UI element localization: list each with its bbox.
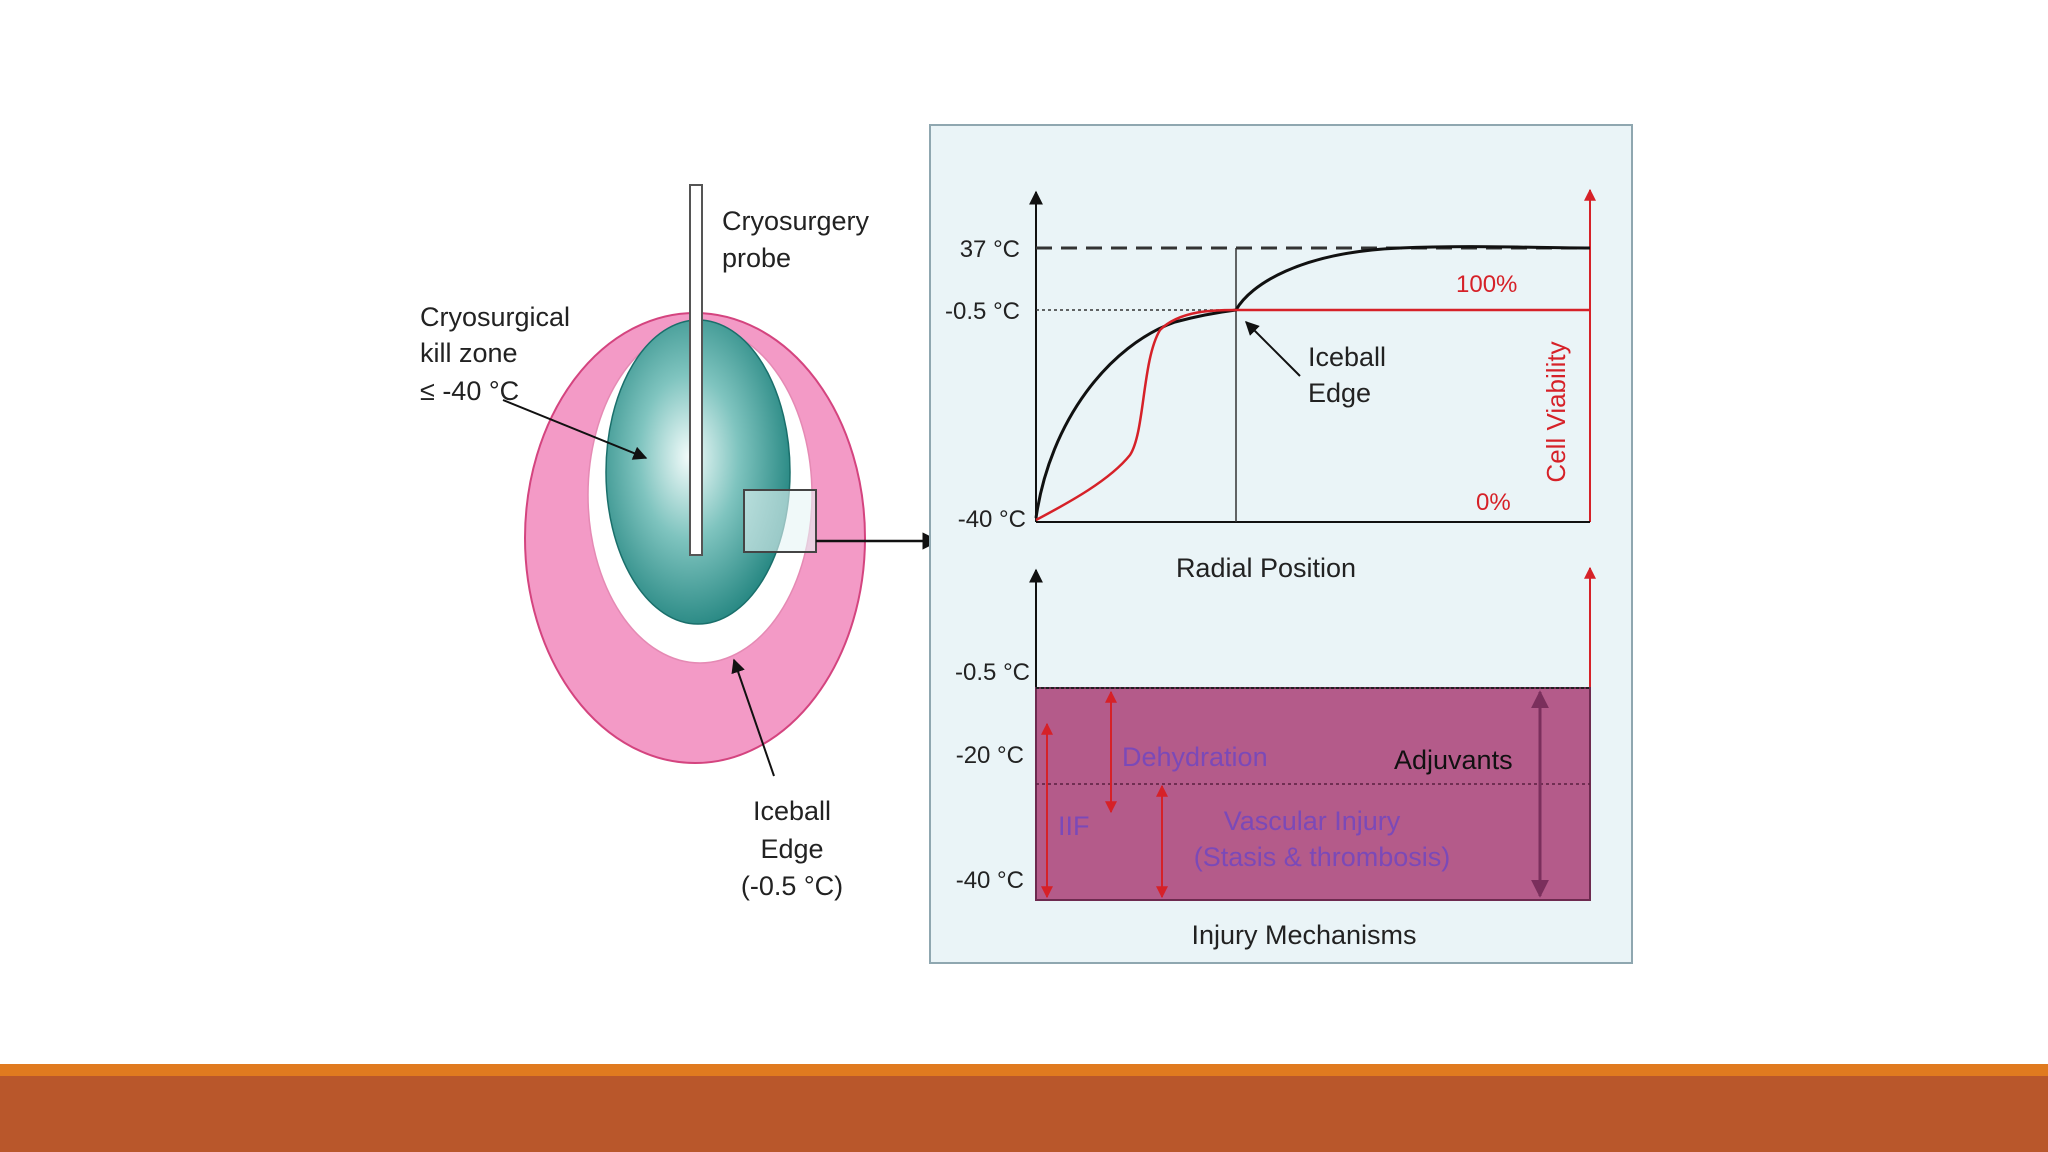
kill-zone-label-line1: Cryosurgical (420, 302, 570, 332)
dehydration-label: Dehydration (1122, 742, 1268, 772)
footer-bar (0, 1076, 2048, 1152)
iceball-diagram: Cryosurgery probe Cryosurgical kill zone… (420, 184, 940, 901)
bottom-chart: -0.5 °C -20 °C -40 °C Dehydration Adjuva… (955, 566, 1596, 950)
probe-label-line1: Cryosurgery (722, 206, 870, 236)
footer-accent-stripe (0, 1064, 2048, 1076)
vascular-injury-line1: Vascular Injury (1224, 806, 1401, 836)
probe-shaft (689, 184, 703, 556)
kill-zone-label-line3: ≤ -40 °C (420, 376, 519, 406)
top-chart: 37 °C -0.5 °C -40 °C 100% 0% Cell Viabil… (945, 188, 1596, 583)
bottom-y-tick-minus20: -20 °C (956, 742, 1024, 769)
edge-label-line2: Edge (760, 834, 823, 864)
label-100-percent: 100% (1456, 271, 1517, 298)
bottom-y-tick-minus05: -0.5 °C (955, 659, 1030, 686)
iif-label: IIF (1058, 811, 1090, 841)
kill-zone-pointer (502, 399, 648, 460)
top-edge-label-line1: Iceball (1308, 342, 1386, 372)
adjuvants-label: Adjuvants (1394, 745, 1513, 775)
viability-curve (1035, 308, 1590, 522)
label-0-percent: 0% (1476, 489, 1511, 516)
y-tick-37: 37 °C (960, 236, 1020, 263)
edge-pointer (731, 658, 775, 777)
y-tick-minus05: -0.5 °C (945, 298, 1020, 325)
zoom-region-box (743, 489, 817, 553)
injury-mechanisms-label: Injury Mechanisms (1191, 920, 1416, 950)
y-tick-minus40: -40 °C (958, 506, 1026, 533)
edge-label-line3: (-0.5 °C) (741, 871, 843, 901)
vascular-injury-line2: (Stasis & thrombosis) (1194, 842, 1451, 872)
top-edge-label-line2: Edge (1308, 378, 1371, 408)
kill-zone-label-line2: kill zone (420, 338, 518, 368)
temperature-curve (1034, 245, 1591, 519)
probe-label-line2: probe (722, 243, 791, 273)
radial-position-label: Radial Position (1176, 553, 1356, 583)
top-edge-pointer (1245, 321, 1301, 377)
cell-viability-axis-label: Cell Viability (1541, 341, 1571, 482)
injury-band (1035, 687, 1591, 901)
edge-label-line1: Iceball (753, 796, 831, 826)
bottom-y-tick-minus40: -40 °C (956, 867, 1024, 894)
